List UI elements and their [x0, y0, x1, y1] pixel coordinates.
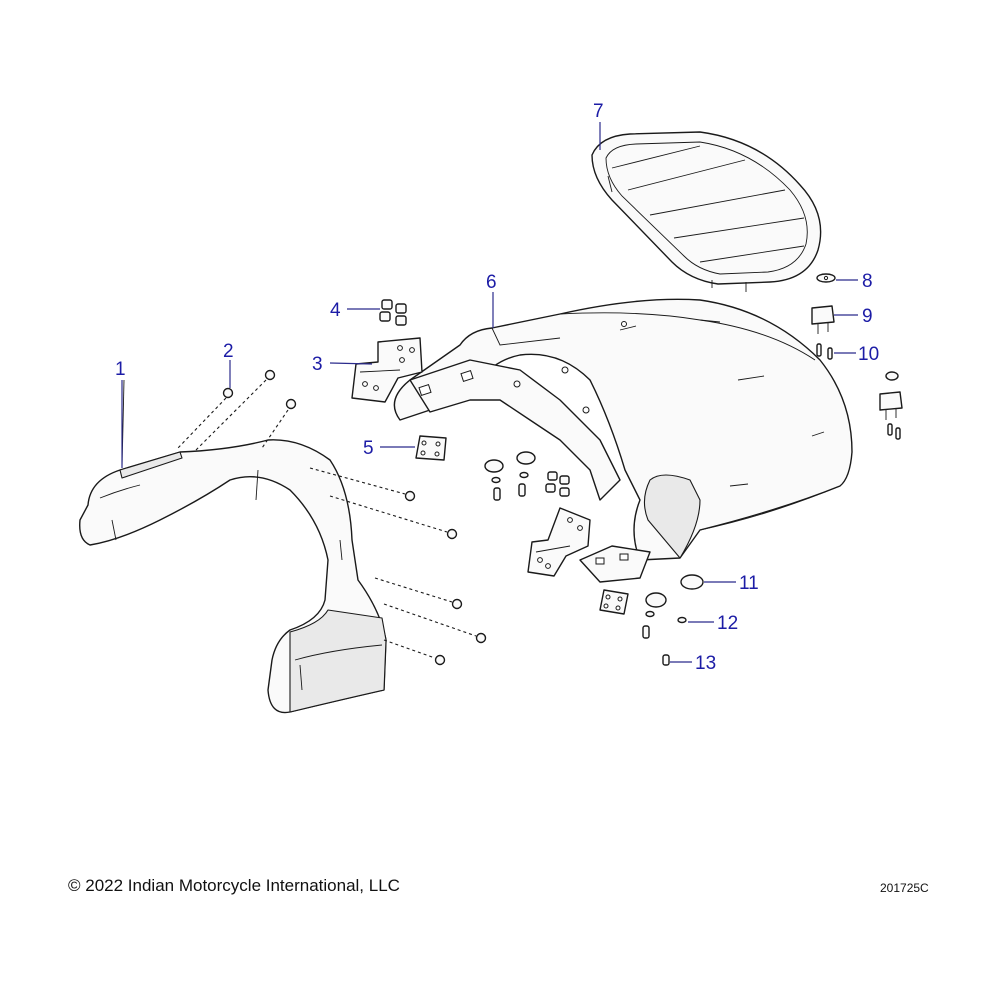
- callout-labels: 1 2 3 4 5 6 7 8 9 10 11 12 13: [115, 101, 879, 674]
- hinge-left-part: [351, 337, 423, 403]
- callout-3: 3: [312, 354, 323, 375]
- trunk-tub-part: [79, 379, 387, 714]
- hinge-nuts-part: [379, 299, 570, 497]
- figure-id-label: 201725C: [880, 881, 929, 895]
- callout-6: 6: [486, 272, 497, 293]
- callout-9: 9: [862, 306, 873, 327]
- screw-part: [493, 483, 670, 666]
- luggage-rack-part: [591, 131, 822, 292]
- backing-plate-part: [415, 435, 629, 615]
- leader-lines: [121, 122, 858, 663]
- latch-screw-part: [816, 343, 901, 440]
- washer-part: [491, 471, 687, 624]
- copyright-notice: © 2022 Indian Motorcycle International, …: [68, 876, 400, 895]
- callout-11: 11: [739, 573, 759, 594]
- mounting-screw-part: [177, 369, 487, 666]
- callout-12: 12: [717, 613, 738, 634]
- callout-2: 2: [223, 341, 234, 362]
- latch-bracket-part: [811, 305, 903, 420]
- callout-5: 5: [363, 438, 374, 459]
- trunk-lid-part: [393, 298, 853, 583]
- callout-1: 1: [115, 359, 126, 380]
- bumper-part: [484, 451, 704, 608]
- callout-7: 7: [593, 101, 604, 122]
- callout-13: 13: [695, 653, 716, 674]
- latch-clip-part: [816, 273, 836, 283]
- hinge-right-part: [527, 507, 591, 577]
- callout-8: 8: [862, 271, 873, 292]
- callout-10: 10: [858, 344, 879, 365]
- callout-4: 4: [330, 300, 341, 321]
